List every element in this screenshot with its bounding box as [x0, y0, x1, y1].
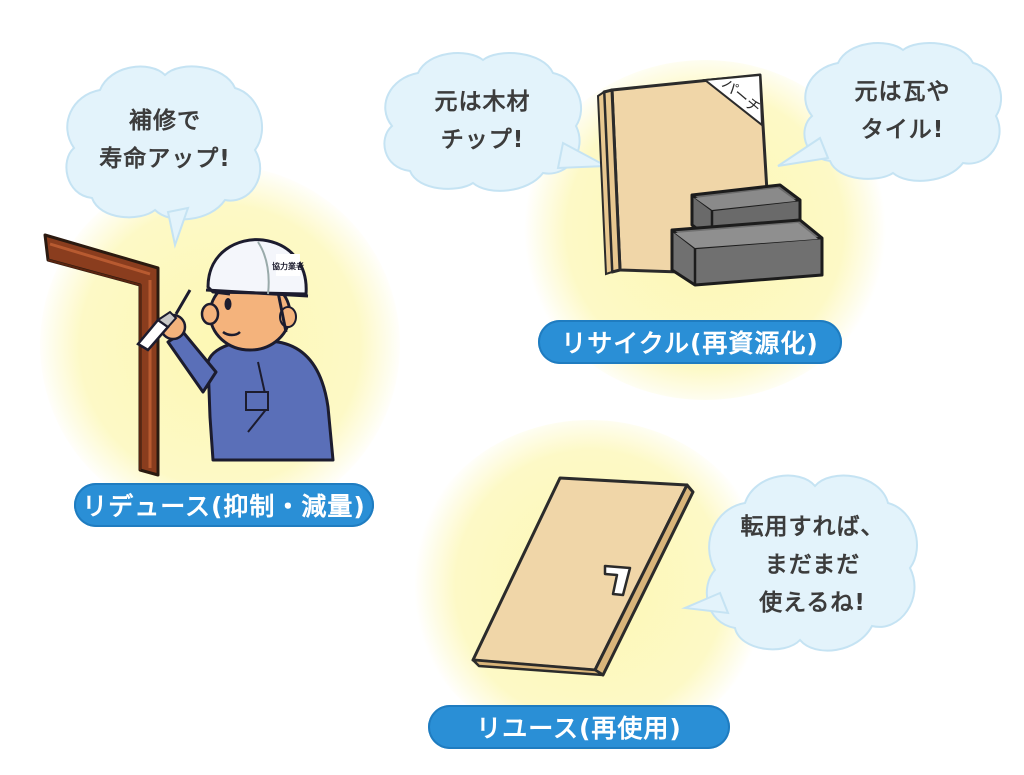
reuse-bubble-text: 転用すれば、 まだまだ 使えるね! — [705, 490, 920, 640]
helmet-text: 協力業者 — [272, 261, 304, 271]
reuse-bubble-line2: まだまだ — [764, 552, 861, 578]
reduce-bubble-line1: 補修で — [129, 108, 201, 134]
reduce-label: リデュース(抑制・減量) — [74, 483, 374, 527]
reduce-glow — [40, 165, 400, 525]
reuse-bubble-line1: 転用すれば、 — [740, 514, 885, 540]
recycle-tile-bubble-line2: タイル! — [860, 116, 945, 143]
recycle-tile-bubble-line1: 元は瓦や — [854, 78, 951, 105]
reduce-bubble-line2: 寿命アップ! — [99, 146, 231, 172]
reduce-speech-bubble — [65, 65, 264, 249]
reuse-speech-bubble — [681, 474, 918, 652]
recycle-tile-bubble-text: 元は瓦や タイル! — [800, 58, 1005, 163]
reuse-door-illustration — [471, 476, 695, 677]
reduce-bubble-text: 補修で 寿命アップ! — [70, 85, 260, 195]
worker-illustration: 協力業者 — [136, 238, 335, 462]
recycle-label: リサイクル(再資源化) — [538, 320, 842, 364]
recycle-board-illustration: パーチ — [596, 73, 824, 287]
recycle-wood-speech-bubble — [383, 52, 610, 192]
recycle-wood-bubble-line1: 元は木材 — [434, 88, 531, 115]
door-frame-illustration — [43, 233, 160, 477]
reuse-label: リユース(再使用) — [428, 705, 730, 749]
recycle-wood-bubble-line2: チップ! — [440, 126, 525, 153]
recycle-wood-bubble-text: 元は木材 チップ! — [380, 68, 585, 173]
recycle-tile-speech-bubble — [777, 42, 1002, 182]
reuse-bubble-line3: 使えるね! — [759, 590, 866, 616]
